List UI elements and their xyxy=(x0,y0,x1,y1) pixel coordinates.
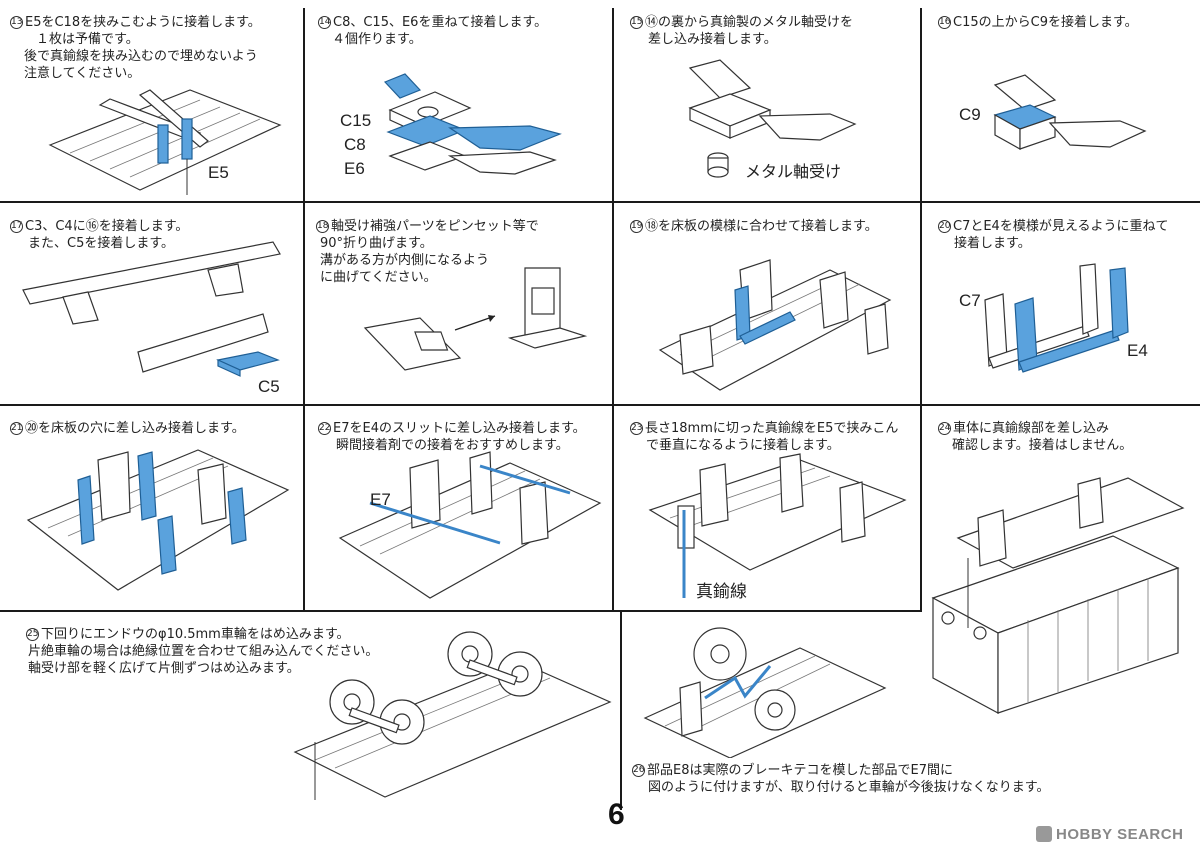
step-19-illustration xyxy=(658,259,892,391)
callout-label: C15 xyxy=(340,111,371,130)
instruction-line: C15の上からC9を接着します。 xyxy=(953,15,1138,30)
step-number: 20 xyxy=(938,220,951,233)
instruction-line: 部品E8は実際のブレーキテコを模した部品でE7間に xyxy=(647,763,953,778)
step-number: 21 xyxy=(10,422,23,435)
step-20-illustration: C7 E4 xyxy=(959,263,1148,373)
instruction-line: 軸受け補強パーツをピンセット等で xyxy=(331,219,539,234)
instruction-line: 片絶車輪の場合は絶縁位置を合わせて組み込んでください。 xyxy=(28,644,379,659)
step-16-illustration: C9 xyxy=(959,74,1147,151)
instruction-line: また、C5を接着します。 xyxy=(28,236,175,251)
step-number: 16 xyxy=(938,16,951,29)
instruction-line: 軸受け部を軽く広げて片側ずつはめ込みます。 xyxy=(28,661,300,676)
page-number: 6 xyxy=(608,798,625,831)
callout-label: C9 xyxy=(959,105,981,124)
instruction-line: 車体に真鍮線部を差し込み xyxy=(953,421,1110,436)
step-number: 24 xyxy=(938,422,951,435)
callout-label: メタル軸受け xyxy=(745,162,841,181)
callout-label: 真鍮線 xyxy=(696,582,747,601)
step-number: 13 xyxy=(10,16,23,29)
instruction-line: 瞬間接着剤での接着をおすすめします。 xyxy=(336,438,569,453)
divider xyxy=(620,610,622,810)
step-17-illustration: C5 xyxy=(22,241,281,396)
instruction-line: 長さ18mmに切った真鍮線をE5で挟みこん xyxy=(645,421,899,436)
instruction-line: 下回りにエンドウのφ10.5mm車輪をはめ込みます。 xyxy=(41,627,350,642)
instruction-line: 溝がある方が内側になるよう xyxy=(320,253,490,268)
callout-label: E7 xyxy=(370,490,391,509)
step-number: 25 xyxy=(26,628,39,641)
step-number: 26 xyxy=(632,764,645,777)
watermark: HOBBY SEARCH xyxy=(1036,826,1183,843)
instruction-line: 注意してください。 xyxy=(24,66,141,81)
step-number: 18 xyxy=(316,220,329,233)
hobby-search-logo-icon xyxy=(1036,826,1052,842)
step-number: 17 xyxy=(10,220,23,233)
callout-label: C5 xyxy=(258,377,280,396)
step-14-illustration: C15 C8 E6 xyxy=(340,73,562,178)
instruction-line: 差し込み接着します。 xyxy=(648,32,777,47)
instruction-line: ⑭の裏から真鍮製のメタル軸受けを xyxy=(645,15,854,30)
callout-label: E4 xyxy=(1127,341,1148,360)
instruction-line: ⑳を床板の穴に差し込み接着します。 xyxy=(25,421,245,436)
instruction-line: で垂直になるように接着します。 xyxy=(646,438,840,453)
step-24-illustration xyxy=(931,477,1185,715)
instruction-line: C3、C4に⑯を接着します。 xyxy=(25,219,189,234)
instruction-line: E5をC18を挟みこむように接着します。 xyxy=(25,15,261,30)
instruction-line: １枚は予備です。 xyxy=(36,32,139,47)
instruction-line: に曲げてください。 xyxy=(320,270,437,285)
step-number: 23 xyxy=(630,422,643,435)
step-number: 15 xyxy=(630,16,643,29)
instruction-line: ４個作ります。 xyxy=(332,32,422,47)
instruction-line: E7をE4のスリットに差し込み接着します。 xyxy=(333,421,586,436)
instruction-line: 90°折り曲げます。 xyxy=(320,236,433,251)
step-22-illustration: E7 xyxy=(338,451,602,599)
step-number: 22 xyxy=(318,422,331,435)
step-13-illustration: E5 xyxy=(48,89,282,195)
instruction-line: 接着します。 xyxy=(954,236,1031,251)
divider xyxy=(0,610,922,612)
step-21-illustration xyxy=(26,449,290,591)
callout-label: C8 xyxy=(344,135,366,154)
watermark-text: HOBBY SEARCH xyxy=(1056,826,1184,843)
step-26-illustration xyxy=(643,627,887,758)
step-18-illustration xyxy=(363,267,588,371)
divider xyxy=(612,8,614,610)
step-number: 14 xyxy=(318,16,331,29)
step-25-illustration xyxy=(293,631,612,800)
callout-label: E5 xyxy=(208,163,229,182)
instruction-line: C8、C15、E6を重ねて接着します。 xyxy=(333,15,548,30)
divider xyxy=(0,404,1200,406)
step-number: 19 xyxy=(630,220,643,233)
instruction-line: 確認します。接着はしません。 xyxy=(952,438,1133,453)
instruction-line: 後で真鍮線を挟み込むので埋めないよう xyxy=(24,49,258,64)
instruction-line: 図のように付けますが、取り付けると車輪が今後抜けなくなります。 xyxy=(648,780,1050,795)
instruction-line: C7とE4を模様が見えるように重ねて xyxy=(953,219,1169,234)
step-15-illustration: メタル軸受け xyxy=(688,59,857,181)
step-23-illustration: 真鍮線 xyxy=(648,453,907,601)
instruction-line: ⑱を床板の模様に合わせて接着します。 xyxy=(645,219,878,234)
divider xyxy=(303,8,305,610)
callout-label: C7 xyxy=(959,291,981,310)
divider xyxy=(920,8,922,610)
divider xyxy=(0,201,1200,203)
callout-label: E6 xyxy=(344,159,365,178)
